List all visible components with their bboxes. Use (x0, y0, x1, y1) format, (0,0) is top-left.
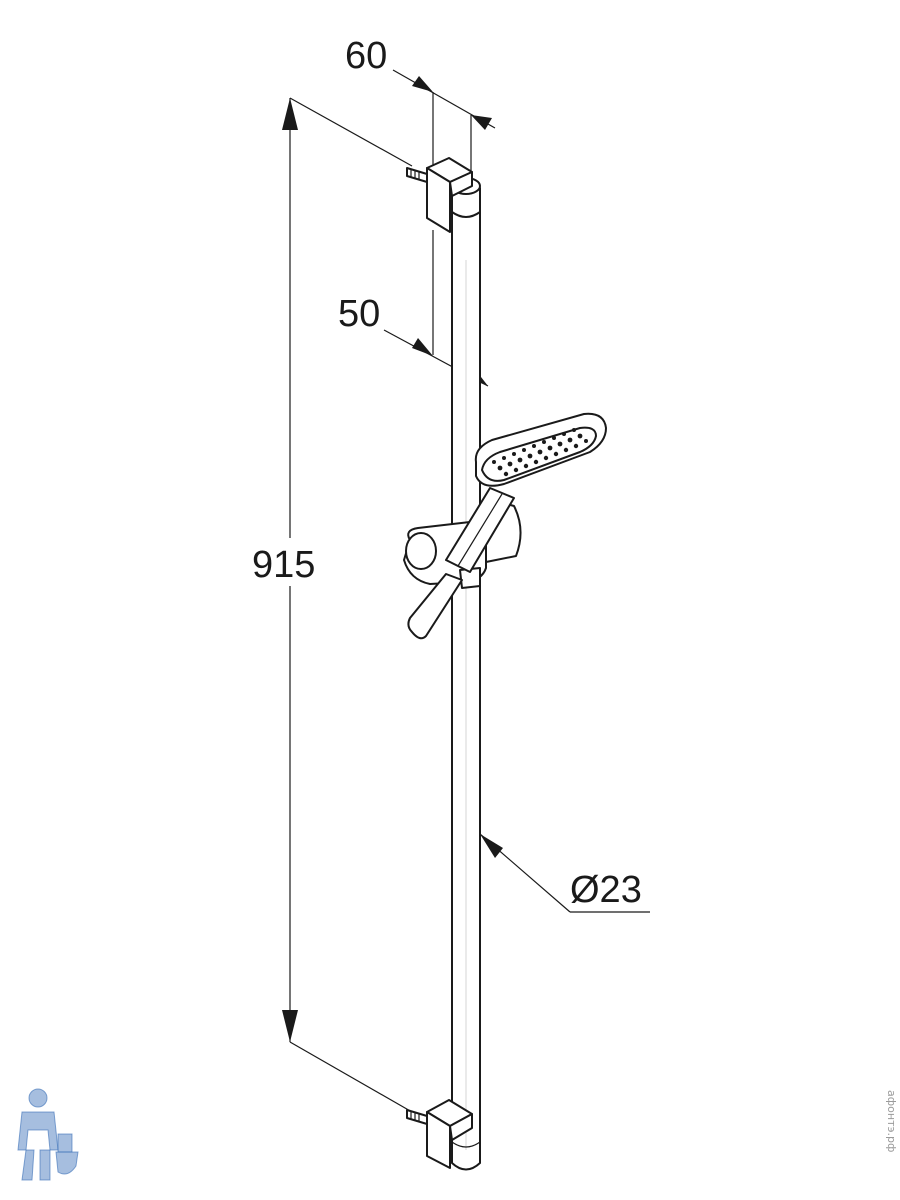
spray-nozzle (567, 437, 573, 443)
spray-nozzle (552, 436, 556, 440)
shower-rail (451, 177, 481, 1171)
bottom-bracket-front-face (426, 1111, 451, 1169)
spray-nozzle (492, 460, 496, 464)
rail-top-cap-band (451, 188, 481, 218)
arrowhead-60-left (412, 76, 433, 92)
dimension-label-50: 50 (338, 293, 380, 335)
rail-bottom-cap-band (451, 1141, 481, 1148)
dimension-label-915: 915 (252, 544, 315, 586)
spray-nozzle (532, 444, 536, 448)
hand-shower-spray-face (481, 426, 597, 482)
spray-nozzle (573, 443, 579, 449)
arrowhead-915-bottom (282, 1010, 298, 1042)
mascot-leg-left (21, 1149, 35, 1181)
spray-nozzles (492, 428, 588, 477)
dimension-label-diameter: Ø23 (570, 869, 642, 911)
spray-nozzle (533, 459, 539, 465)
spray-nozzle (557, 441, 563, 447)
arrowhead-50-left (412, 338, 433, 356)
mascot-leg-right (39, 1149, 51, 1181)
top-bracket-side-face (449, 171, 473, 197)
spray-nozzle (562, 432, 566, 436)
dimension-60: 60 (345, 35, 496, 180)
spray-nozzle (543, 455, 549, 461)
arrowhead-diameter (480, 834, 503, 858)
spray-nozzle (584, 439, 588, 443)
spray-nozzle (563, 447, 569, 453)
dimension-915: 915 (250, 97, 413, 1113)
plumber-mascot-icon (17, 1088, 79, 1181)
spray-nozzle (577, 433, 583, 439)
bottom-bracket-screw (406, 1109, 428, 1125)
spray-nozzle (523, 463, 529, 469)
spray-nozzle (522, 448, 526, 452)
spray-nozzle (502, 456, 506, 460)
handle-edge-line (457, 493, 503, 567)
arrowhead-915-top (282, 98, 298, 130)
mascot-toilet (55, 1151, 79, 1175)
top-bracket-screw (406, 167, 428, 183)
spray-nozzle (542, 440, 546, 444)
dimension-label-915-bg (250, 538, 330, 586)
spray-nozzle (513, 467, 519, 473)
slider-knob (405, 532, 437, 570)
spray-nozzle (547, 445, 553, 451)
top-wall-bracket (406, 157, 473, 233)
extension-line-915-top (289, 97, 413, 167)
mascot-toilet-tank (57, 1133, 73, 1153)
watermark-side-text: афонтэ.рф (885, 1090, 898, 1152)
shower-slider-assembly (403, 412, 607, 640)
arrowhead-60-right (471, 115, 492, 130)
hand-shower-handle-lower (407, 573, 463, 640)
dimension-diameter-23: Ø23 (479, 833, 650, 913)
spray-nozzle (512, 452, 516, 456)
spray-nozzle (527, 453, 533, 459)
spray-nozzle (553, 451, 559, 457)
spray-nozzle (517, 457, 523, 463)
spray-nozzle (503, 471, 509, 477)
bottom-wall-bracket (406, 1099, 473, 1169)
dimension-label-60: 60 (345, 35, 387, 77)
mascot-head (28, 1088, 48, 1108)
spray-nozzle (572, 428, 576, 432)
spray-nozzle (497, 465, 503, 471)
mascot-body (17, 1111, 59, 1151)
spray-nozzle (537, 449, 543, 455)
top-bracket-front-face (426, 167, 451, 233)
bottom-bracket-side-face (449, 1113, 473, 1141)
extension-line-915-bottom (289, 1041, 413, 1113)
spray-nozzle (507, 461, 513, 467)
rail-tube (451, 187, 481, 1171)
